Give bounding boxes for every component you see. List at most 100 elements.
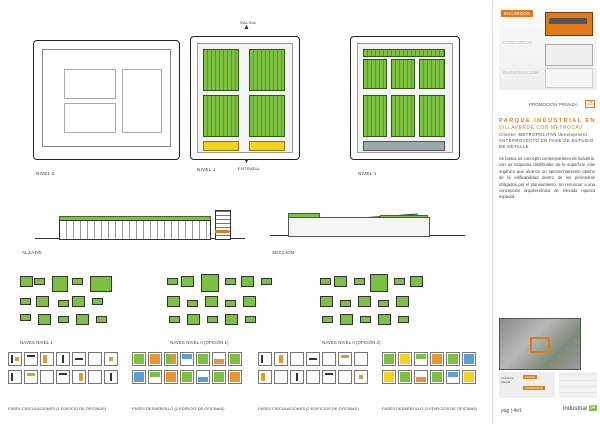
plan-r-block-1 — [363, 49, 445, 57]
fase-c1-8 — [8, 370, 22, 384]
nave-2j — [225, 300, 236, 307]
nave-2a — [167, 278, 178, 285]
label-naves-nivel-2-opt2: NAVES NIVEL II (OPCIÓN 2) — [322, 340, 381, 345]
label-nivel-1: NIVEL 1 — [197, 167, 216, 172]
fase-d2-6 — [462, 352, 476, 366]
nave-2p — [245, 316, 256, 323]
nave-2e — [241, 276, 254, 287]
menu-encargos[interactable]: ENCARGOS — [501, 10, 533, 17]
plan-r-block-2 — [363, 59, 387, 89]
nave-1g — [36, 296, 49, 307]
plan-nivel-1-block-tl — [203, 49, 239, 91]
nave-1i — [72, 296, 85, 307]
aerial-photo — [499, 318, 581, 370]
nave-2h — [187, 300, 198, 307]
menu-investigacion[interactable]: INVESTIGACIÓN — [503, 70, 539, 75]
fase-c2-11 — [306, 370, 320, 384]
fases-des-2-group — [382, 352, 490, 400]
fase-d2-2 — [398, 352, 412, 366]
fase-c2-3 — [290, 352, 304, 366]
nave-3l — [322, 316, 333, 323]
nave-3i — [358, 296, 371, 307]
plan-r-block-4 — [419, 59, 445, 89]
fase-d1-7 — [228, 352, 242, 366]
plan-r-block-3 — [391, 59, 415, 89]
fase-c1-2 — [24, 352, 38, 366]
nave-3n — [360, 316, 371, 323]
fase-d1-8 — [132, 370, 146, 384]
fase-d1-13 — [212, 370, 226, 384]
plan-r-block-7 — [419, 95, 445, 137]
fase-d1-6 — [212, 352, 226, 366]
fase-d2-11 — [446, 370, 460, 384]
fase-d1-10 — [164, 370, 178, 384]
plan-nivel-1-block-br — [249, 95, 285, 137]
nave-1d — [72, 278, 83, 285]
label-alzado: ALZADO — [22, 250, 42, 255]
nave-2d — [225, 278, 236, 285]
sidebar: ENCARGOS CONCURSOS INVESTIGACIÓN PROMOCI… — [492, 0, 600, 424]
render-building-glass — [549, 18, 587, 24]
nave-3o — [378, 314, 391, 325]
nave-2n — [207, 316, 218, 323]
label-seccion: SECCIÓN — [272, 250, 295, 255]
nave-2k — [243, 296, 256, 307]
header-render — [499, 8, 597, 90]
label-fases-circ-2: FASES CIRCULACIONES (2 EDIFICIOS DE OFIC… — [258, 406, 359, 411]
fase-d2-12 — [462, 370, 476, 384]
nave-3a — [320, 278, 331, 285]
nave-1e — [90, 276, 112, 292]
fases-des-1-group — [132, 352, 250, 400]
promocion-number: 23 — [585, 100, 595, 108]
project-body: Se busca un concepto contemporáneo de in… — [499, 156, 595, 200]
nave-1a — [20, 276, 33, 287]
fase-c2-7 — [354, 352, 368, 366]
fases-circ-2-group — [258, 352, 376, 400]
plan-nivel-1-right — [350, 36, 460, 160]
menu-concursos[interactable]: CONCURSOS — [503, 40, 533, 45]
nave-3b — [334, 276, 347, 287]
fase-d1-14 — [228, 370, 242, 384]
nave-1f — [20, 298, 31, 305]
plan-nivel-1-office-l — [203, 141, 239, 151]
nave-3h — [340, 300, 351, 307]
nave-2l — [169, 316, 180, 323]
arrow-up-icon: ▲ — [243, 24, 250, 31]
nave-2o — [225, 314, 238, 325]
fase-d2-9 — [414, 370, 428, 384]
plan-r-base — [363, 141, 445, 151]
fase-d2-3 — [414, 352, 428, 366]
nave-3k — [396, 296, 409, 307]
fase-c2-2 — [274, 352, 288, 366]
nave-2b — [181, 276, 194, 287]
fase-c1-11 — [56, 370, 70, 384]
fecha-label: FECHA — [523, 375, 538, 379]
loc-label: Ubicación Madrid — [501, 376, 515, 384]
label-naves-nivel-2-opt1: NAVES NIVEL II (OPCIÓN 1) — [170, 340, 229, 345]
section-industrial: industrial — [563, 406, 588, 412]
label-fases-des-2: FASES DESARROLLO (2 EDIFICIOS DE OFICINA… — [382, 406, 478, 411]
label-entrada: ENTRADA — [238, 166, 260, 171]
nave-1j — [92, 298, 103, 305]
nave-3c — [354, 278, 365, 285]
fase-c1-7 — [104, 352, 118, 366]
naves-nivel-2-opt2-group — [318, 272, 438, 332]
fases-circ-1-group — [8, 352, 126, 400]
fase-d1-3 — [164, 352, 178, 366]
nave-1b — [34, 278, 45, 285]
seccion-body — [288, 217, 430, 237]
fase-d2-4 — [430, 352, 444, 366]
fase-c1-5 — [72, 352, 86, 366]
fase-c1-13 — [88, 370, 102, 384]
project-title-2: VILLAVERDE CON METROCAV — [499, 125, 583, 131]
fase-d1-12 — [196, 370, 210, 384]
alzado-facade — [59, 220, 211, 240]
plan-nivel-1-block-tr — [249, 49, 285, 91]
fase-c1-6 — [88, 352, 102, 366]
nave-2m — [187, 314, 200, 325]
section-number: 04 — [589, 405, 597, 411]
nave-1n — [76, 314, 89, 325]
fase-c2-1 — [258, 352, 272, 366]
fase-c1-10 — [40, 370, 54, 384]
render-building-3 — [545, 68, 593, 88]
